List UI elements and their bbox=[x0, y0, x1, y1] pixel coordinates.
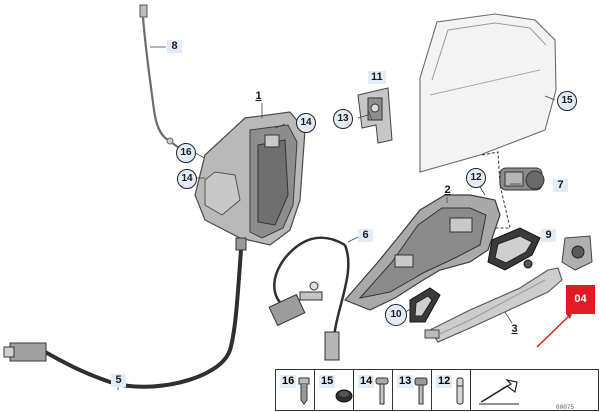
legend-number: 12 bbox=[436, 375, 453, 388]
callout-8: 8 bbox=[167, 40, 182, 53]
callout-15: 15 bbox=[557, 91, 577, 111]
gasket-9 bbox=[487, 227, 541, 271]
handle-cap-04 bbox=[561, 235, 593, 271]
arrow-icon bbox=[479, 379, 519, 405]
door-hinge-11 bbox=[357, 87, 393, 144]
legend-item-15: 15 bbox=[315, 370, 354, 410]
grommet-icon bbox=[335, 389, 353, 403]
callout-7: 7 bbox=[553, 179, 568, 192]
legend-number: 14 bbox=[358, 375, 375, 388]
callout-14-left: 14 bbox=[177, 169, 197, 189]
legend-item-arrow bbox=[471, 370, 527, 410]
callout-5: 5 bbox=[111, 374, 126, 387]
cable-rod-8 bbox=[139, 4, 183, 151]
door-handle-3 bbox=[424, 267, 563, 343]
legend-item-13: 13 bbox=[393, 370, 432, 410]
callout-6: 6 bbox=[358, 229, 373, 242]
highlight-arrow bbox=[536, 311, 573, 348]
callout-1: 1 bbox=[255, 90, 262, 102]
diagram-code: 00075 bbox=[556, 404, 575, 411]
callout-12: 12 bbox=[466, 168, 486, 188]
handle-carrier-2 bbox=[343, 194, 501, 311]
lock-cylinder-7 bbox=[499, 167, 545, 191]
torx-screw-icon bbox=[375, 377, 389, 405]
gasket-10 bbox=[409, 287, 441, 323]
cable-6 bbox=[268, 236, 350, 361]
callout-14-top: 14 bbox=[296, 113, 316, 133]
torx-bolt-icon bbox=[414, 377, 428, 405]
legend-number: 13 bbox=[397, 375, 414, 388]
legend-number: 16 bbox=[280, 375, 297, 388]
callout-3: 3 bbox=[511, 323, 518, 335]
callout-11: 11 bbox=[368, 71, 386, 84]
legend-item-14: 14 bbox=[354, 370, 393, 410]
legend-item-16: 16 bbox=[276, 370, 315, 410]
bowden-cable-5 bbox=[3, 249, 243, 389]
part-badge-04: 04 bbox=[566, 285, 595, 314]
door-lock-1 bbox=[194, 111, 306, 251]
callout-10: 10 bbox=[385, 304, 407, 326]
fastener-legend: 16 15 14 13 12 bbox=[275, 369, 599, 411]
door-panel-15 bbox=[419, 13, 557, 173]
legend-item-12: 12 bbox=[432, 370, 471, 410]
callout-2: 2 bbox=[444, 184, 451, 196]
pin-icon bbox=[456, 377, 464, 405]
callout-13: 13 bbox=[333, 109, 353, 129]
legend-number: 15 bbox=[319, 375, 336, 388]
callout-16: 16 bbox=[176, 143, 196, 163]
callout-9: 9 bbox=[541, 229, 556, 242]
clip-icon bbox=[298, 377, 310, 405]
